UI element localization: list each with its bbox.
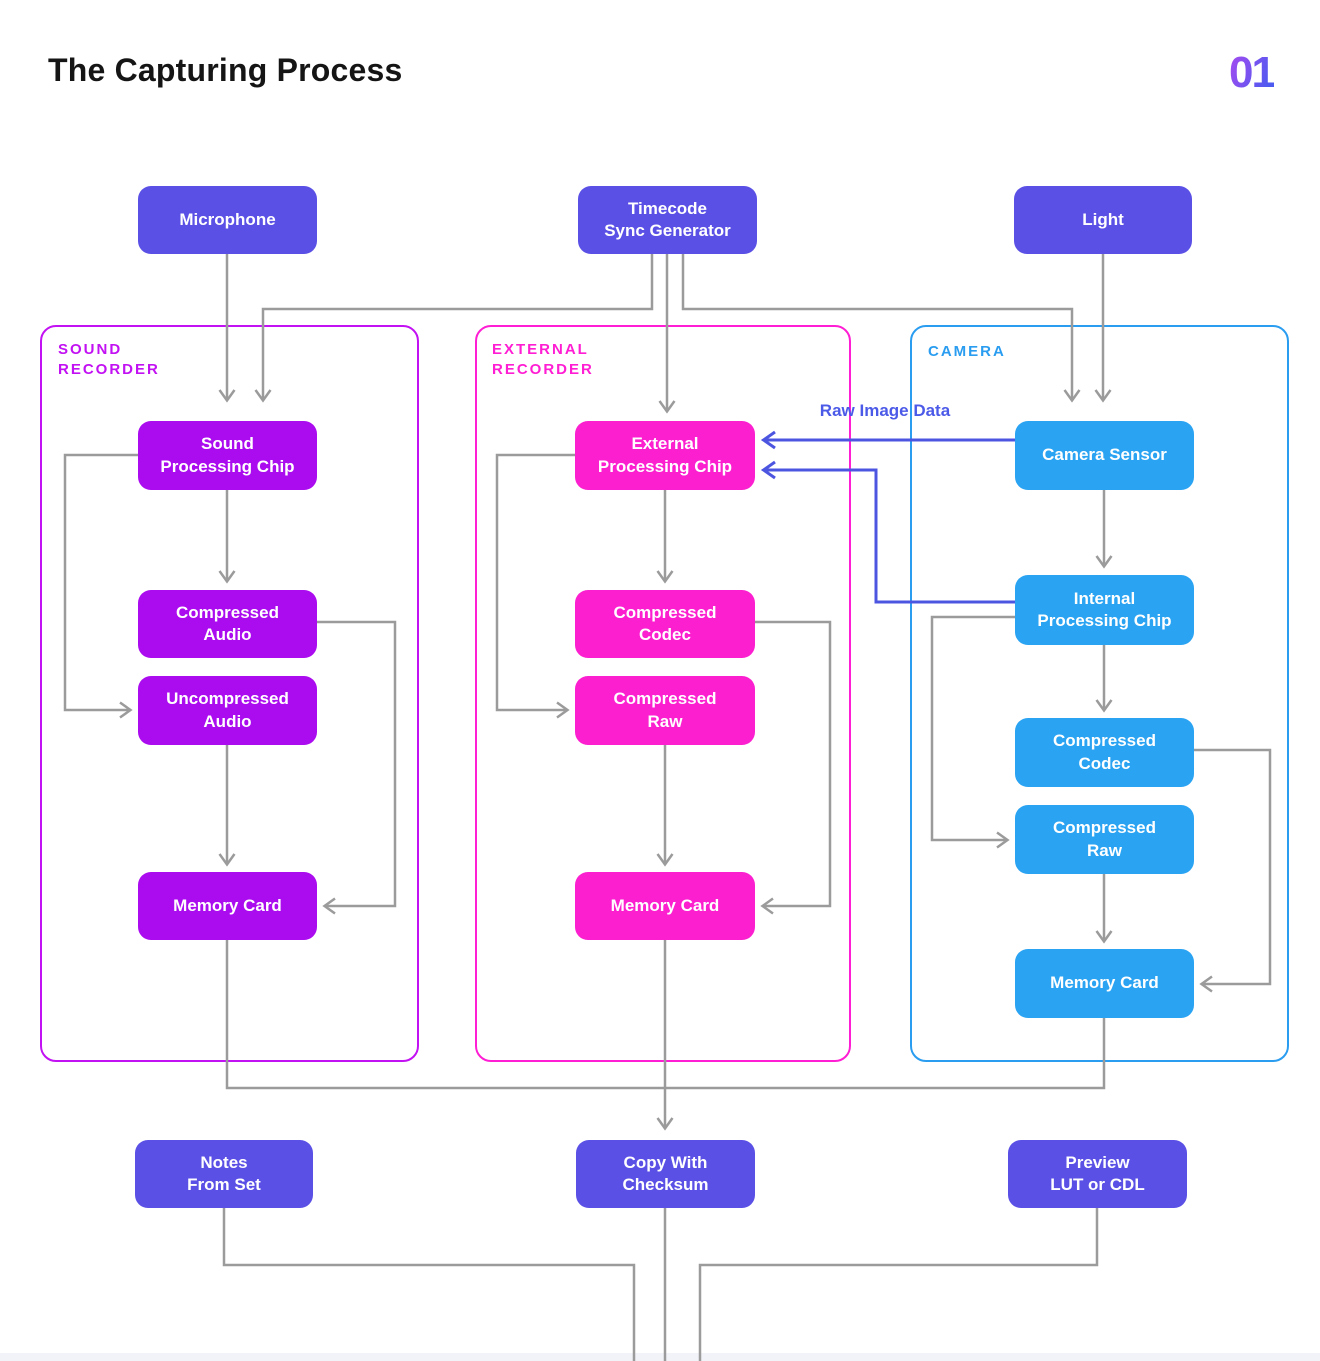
node-camera-sensor: Camera Sensor (1015, 421, 1194, 490)
group-camera (910, 325, 1289, 1062)
node-compressed-raw-external: Compressed Raw (575, 676, 755, 745)
wire-notes-out (222, 1208, 636, 1361)
node-compressed-audio: Compressed Audio (138, 590, 317, 658)
wire-compressed-codec-to-memory-external (755, 620, 832, 915)
wire-compressed-codec-to-memory-camera (1194, 748, 1272, 993)
wire-compressed-audio-to-memory (317, 620, 397, 915)
node-memory-card-camera: Memory Card (1015, 949, 1194, 1018)
node-timecode-sync-generator: Timecode Sync Generator (578, 186, 757, 254)
group-label-camera: CAMERA (928, 343, 1006, 360)
node-memory-card-external: Memory Card (575, 872, 755, 940)
brand-logo-01: 01 (1229, 48, 1276, 97)
group-label-sound-recorder: SOUND RECORDER (58, 341, 160, 378)
node-copy-with-checksum: Copy With Checksum (576, 1140, 755, 1208)
group-external-recorder (475, 325, 851, 1062)
group-label-external-recorder: EXTERNAL RECORDER (492, 341, 594, 378)
node-notes-from-set: Notes From Set (135, 1140, 313, 1208)
page-title: The Capturing Process (48, 52, 403, 88)
raw-image-data-label: Raw Image Data (819, 401, 951, 420)
wire-sound-chip-to-uncompressed-audio (63, 453, 138, 719)
node-light: Light (1014, 186, 1192, 254)
wire-raw-image-data-internal-chip (760, 460, 1015, 604)
node-compressed-codec-camera: Compressed Codec (1015, 718, 1194, 787)
node-compressed-raw-camera: Compressed Raw (1015, 805, 1194, 874)
node-preview-lut-or-cdl: Preview LUT or CDL (1008, 1140, 1187, 1208)
node-compressed-codec-external: Compressed Codec (575, 590, 755, 658)
node-internal-processing-chip: Internal Processing Chip (1015, 575, 1194, 645)
node-sound-processing-chip: Sound Processing Chip (138, 421, 317, 490)
node-external-processing-chip: External Processing Chip (575, 421, 755, 490)
wire-timecode-to-sound-chip (254, 254, 654, 403)
node-memory-card-sound: Memory Card (138, 872, 317, 940)
node-microphone: Microphone (138, 186, 317, 254)
wire-preview-out (698, 1208, 1099, 1361)
group-sound-recorder (40, 325, 419, 1062)
wire-external-chip-to-compressed-raw (495, 453, 575, 719)
wire-timecode-to-camera-sensor (681, 254, 1081, 403)
node-uncompressed-audio: Uncompressed Audio (138, 676, 317, 745)
wire-internal-chip-to-compressed-raw (930, 615, 1015, 849)
next-section-band (0, 1353, 1320, 1361)
